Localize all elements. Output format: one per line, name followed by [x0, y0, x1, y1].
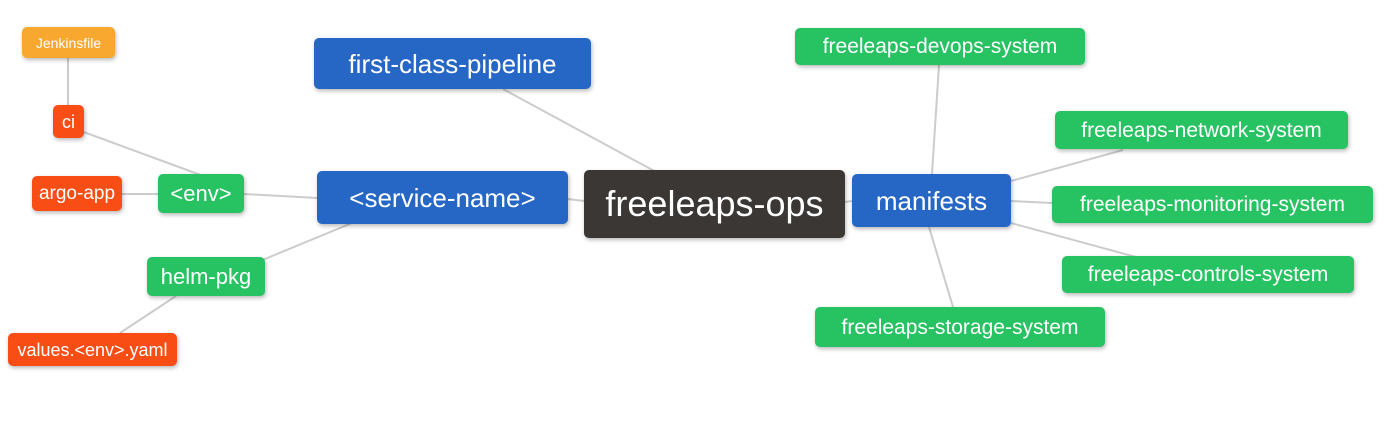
node-freeleaps-network-system[interactable]: freeleaps-network-system [1055, 111, 1348, 149]
edge-values-helm-pkg [119, 295, 177, 334]
edge-helm-pkg-service-name [259, 222, 353, 262]
node-argo-app[interactable]: argo-app [32, 176, 122, 211]
edge-manifests-storage-system [928, 226, 954, 308]
node-ci[interactable]: ci [53, 105, 84, 138]
node-freeleaps-monitoring-system[interactable]: freeleaps-monitoring-system [1052, 186, 1373, 223]
edge-manifests-controls-system [1010, 222, 1137, 258]
node-freeleaps-controls-system[interactable]: freeleaps-controls-system [1062, 256, 1354, 293]
edge-manifests-devops-system [931, 64, 940, 175]
node-env[interactable]: <env> [158, 174, 244, 213]
node-first-class-pipeline[interactable]: first-class-pipeline [314, 38, 591, 89]
node-service-name[interactable]: <service-name> [317, 171, 568, 224]
node-values-env-yaml[interactable]: values.<env>.yaml [8, 333, 177, 366]
node-freeleaps-ops[interactable]: freeleaps-ops [584, 170, 845, 238]
edge-service-name-freeleaps-ops [567, 198, 585, 202]
node-jenkinsfile[interactable]: Jenkinsfile [22, 27, 115, 58]
node-freeleaps-devops-system[interactable]: freeleaps-devops-system [795, 28, 1085, 65]
node-manifests[interactable]: manifests [852, 174, 1011, 227]
edge-ci-env [80, 130, 207, 178]
edge-manifests-monitoring-system [1010, 200, 1053, 204]
edge-manifests-network-system [1010, 149, 1124, 182]
edge-env-service-name [243, 193, 318, 199]
node-helm-pkg[interactable]: helm-pkg [147, 257, 265, 296]
node-freeleaps-storage-system[interactable]: freeleaps-storage-system [815, 307, 1105, 347]
edge-first-class-pipeline-freeleaps-ops [502, 88, 659, 174]
edge-freeleaps-ops-manifests [844, 200, 853, 203]
